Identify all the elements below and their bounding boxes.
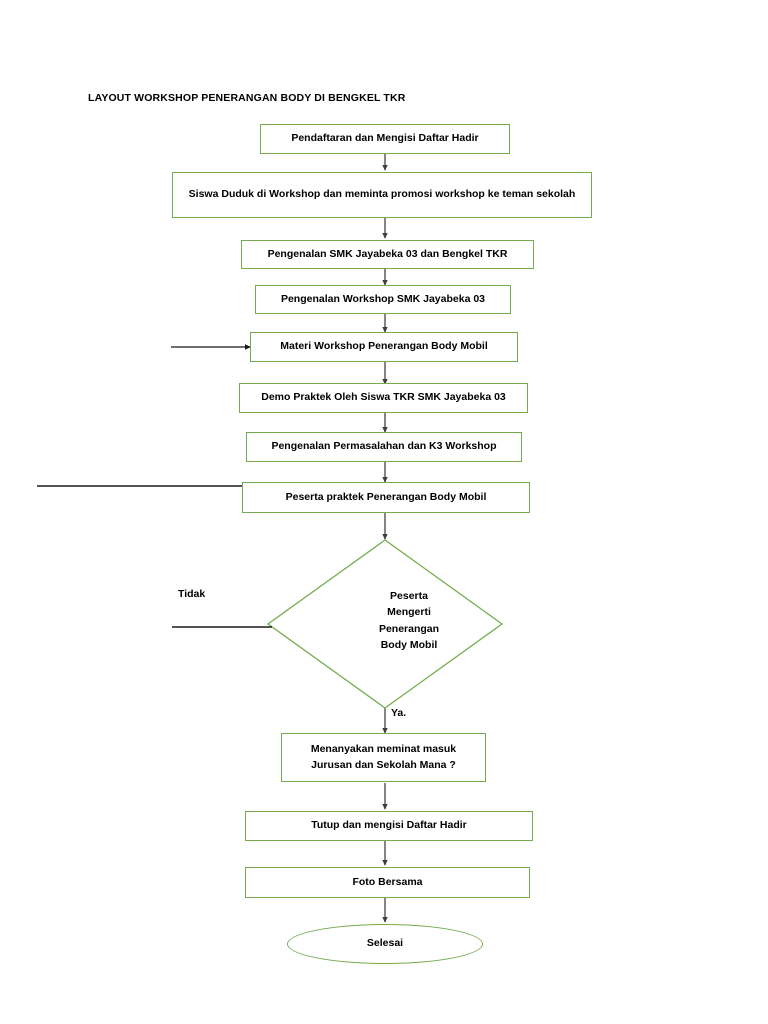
flow-node-label: Menanyakan meminat masuk Jurusan dan Sek… [310, 742, 457, 771]
flow-node-pengenalan-permasalahan[interactable]: Pengenalan Permasalahan dan K3 Workshop [246, 432, 522, 462]
flow-node-label: Siswa Duduk di Workshop dan meminta prom… [188, 188, 576, 201]
flow-node-tutup-daftar-hadir[interactable]: Tutup dan mengisi Daftar Hadir [245, 811, 533, 841]
flow-node-label: Peserta praktek Penerangan Body Mobil [285, 490, 487, 503]
flow-node-label: Pengenalan Workshop SMK Jayabeka 03 [280, 292, 486, 305]
flow-node-label: Pengenalan SMK Jayabeka 03 dan Bengkel T… [267, 247, 508, 260]
flow-node-foto-bersama[interactable]: Foto Bersama [245, 867, 530, 898]
flow-node-label: Pengenalan Permasalahan dan K3 Workshop [271, 440, 497, 453]
flow-node-pengenalan-smk[interactable]: Pengenalan SMK Jayabeka 03 dan Bengkel T… [241, 240, 534, 269]
flow-node-label: Peserta Mengerti Penerangan Body Mobil [378, 590, 440, 651]
flow-node-materi-workshop[interactable]: Materi Workshop Penerangan Body Mobil [250, 332, 518, 362]
flow-node-pengenalan-workshop[interactable]: Pengenalan Workshop SMK Jayabeka 03 [255, 285, 511, 314]
flow-node-pendaftaran[interactable]: Pendaftaran dan Mengisi Daftar Hadir [260, 124, 510, 154]
edge-label-ya: Ya. [391, 707, 407, 719]
flow-node-label: Pendaftaran dan Mengisi Daftar Hadir [291, 132, 479, 145]
flow-node-label: Tutup dan mengisi Daftar Hadir [311, 819, 467, 832]
flow-node-decision-peserta-mengerti[interactable]: Peserta Mengerti Penerangan Body Mobil [268, 540, 502, 708]
decision-diamond-shape [266, 539, 504, 709]
flow-node-peserta-praktek[interactable]: Peserta praktek Penerangan Body Mobil [242, 482, 530, 513]
flow-node-label: Demo Praktek Oleh Siswa TKR SMK Jayabeka… [261, 391, 506, 404]
edge-label-tidak: Tidak [178, 588, 206, 600]
flow-node-siswa-duduk[interactable]: Siswa Duduk di Workshop dan meminta prom… [172, 172, 592, 218]
flow-node-menanyakan-minat[interactable]: Menanyakan meminat masuk Jurusan dan Sek… [281, 733, 486, 782]
flow-node-selesai[interactable]: Selesai [287, 924, 483, 964]
flow-node-label: Materi Workshop Penerangan Body Mobil [280, 340, 488, 353]
flow-node-label: Selesai [366, 937, 404, 950]
flow-node-demo-praktek[interactable]: Demo Praktek Oleh Siswa TKR SMK Jayabeka… [239, 383, 528, 413]
page-title: LAYOUT WORKSHOP PENERANGAN BODY DI BENGK… [88, 92, 406, 104]
flow-node-label: Foto Bersama [352, 875, 423, 888]
